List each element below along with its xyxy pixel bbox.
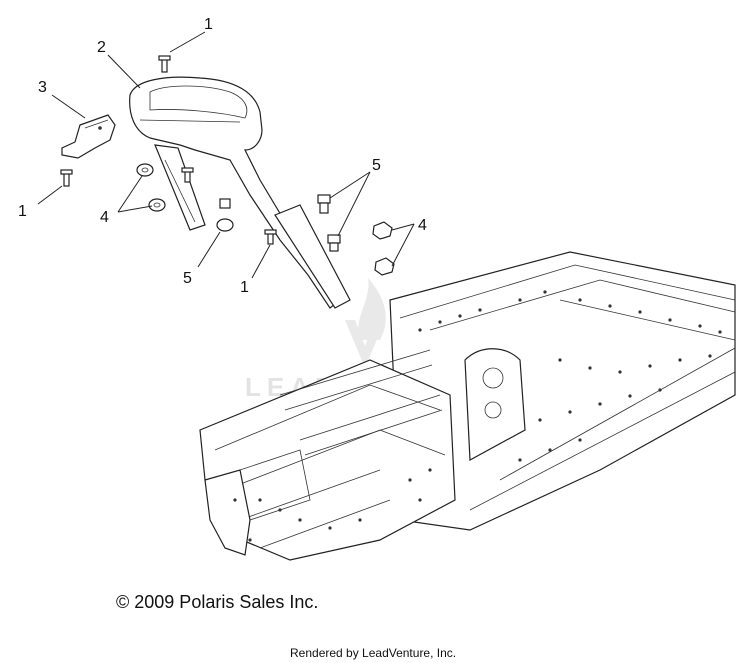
fastener-nut-left-1 xyxy=(136,163,154,177)
fastener-bolt-bottom xyxy=(216,198,234,232)
part-3-bracket xyxy=(61,114,116,159)
part-2-steering-hoop xyxy=(129,76,351,309)
fastener-bolt-right-2 xyxy=(327,234,341,252)
fastener-bolt-right-1 xyxy=(317,194,331,214)
watermark-v-icon xyxy=(345,320,385,368)
callout-4-right: 4 xyxy=(418,217,427,234)
fastener-rivet-mid xyxy=(181,167,194,183)
chassis-frame xyxy=(199,251,736,561)
callout-5-right: 5 xyxy=(372,157,381,174)
rendered-by-credit: Rendered by LeadVenture, Inc. xyxy=(290,646,457,660)
callout-1-top: 1 xyxy=(204,16,213,33)
leader-lines xyxy=(37,31,415,279)
callout-1-left: 1 xyxy=(18,203,27,220)
fastener-nut-left-2 xyxy=(148,198,166,212)
fastener-rivet-bottom xyxy=(264,229,277,245)
fastener-nut-right-1 xyxy=(372,221,393,240)
fastener-rivet-left xyxy=(60,169,73,187)
callout-4-left: 4 xyxy=(100,209,109,226)
callout-5-bottom: 5 xyxy=(183,270,192,287)
fastener-rivet-top xyxy=(158,55,171,73)
callout-1-bottom: 1 xyxy=(240,279,249,296)
copyright-notice: © 2009 Polaris Sales Inc. xyxy=(116,592,319,612)
callout-2: 2 xyxy=(97,39,106,56)
rivet-holes xyxy=(233,290,722,542)
fastener-nut-right-2 xyxy=(374,257,395,276)
callout-3: 3 xyxy=(38,79,47,96)
